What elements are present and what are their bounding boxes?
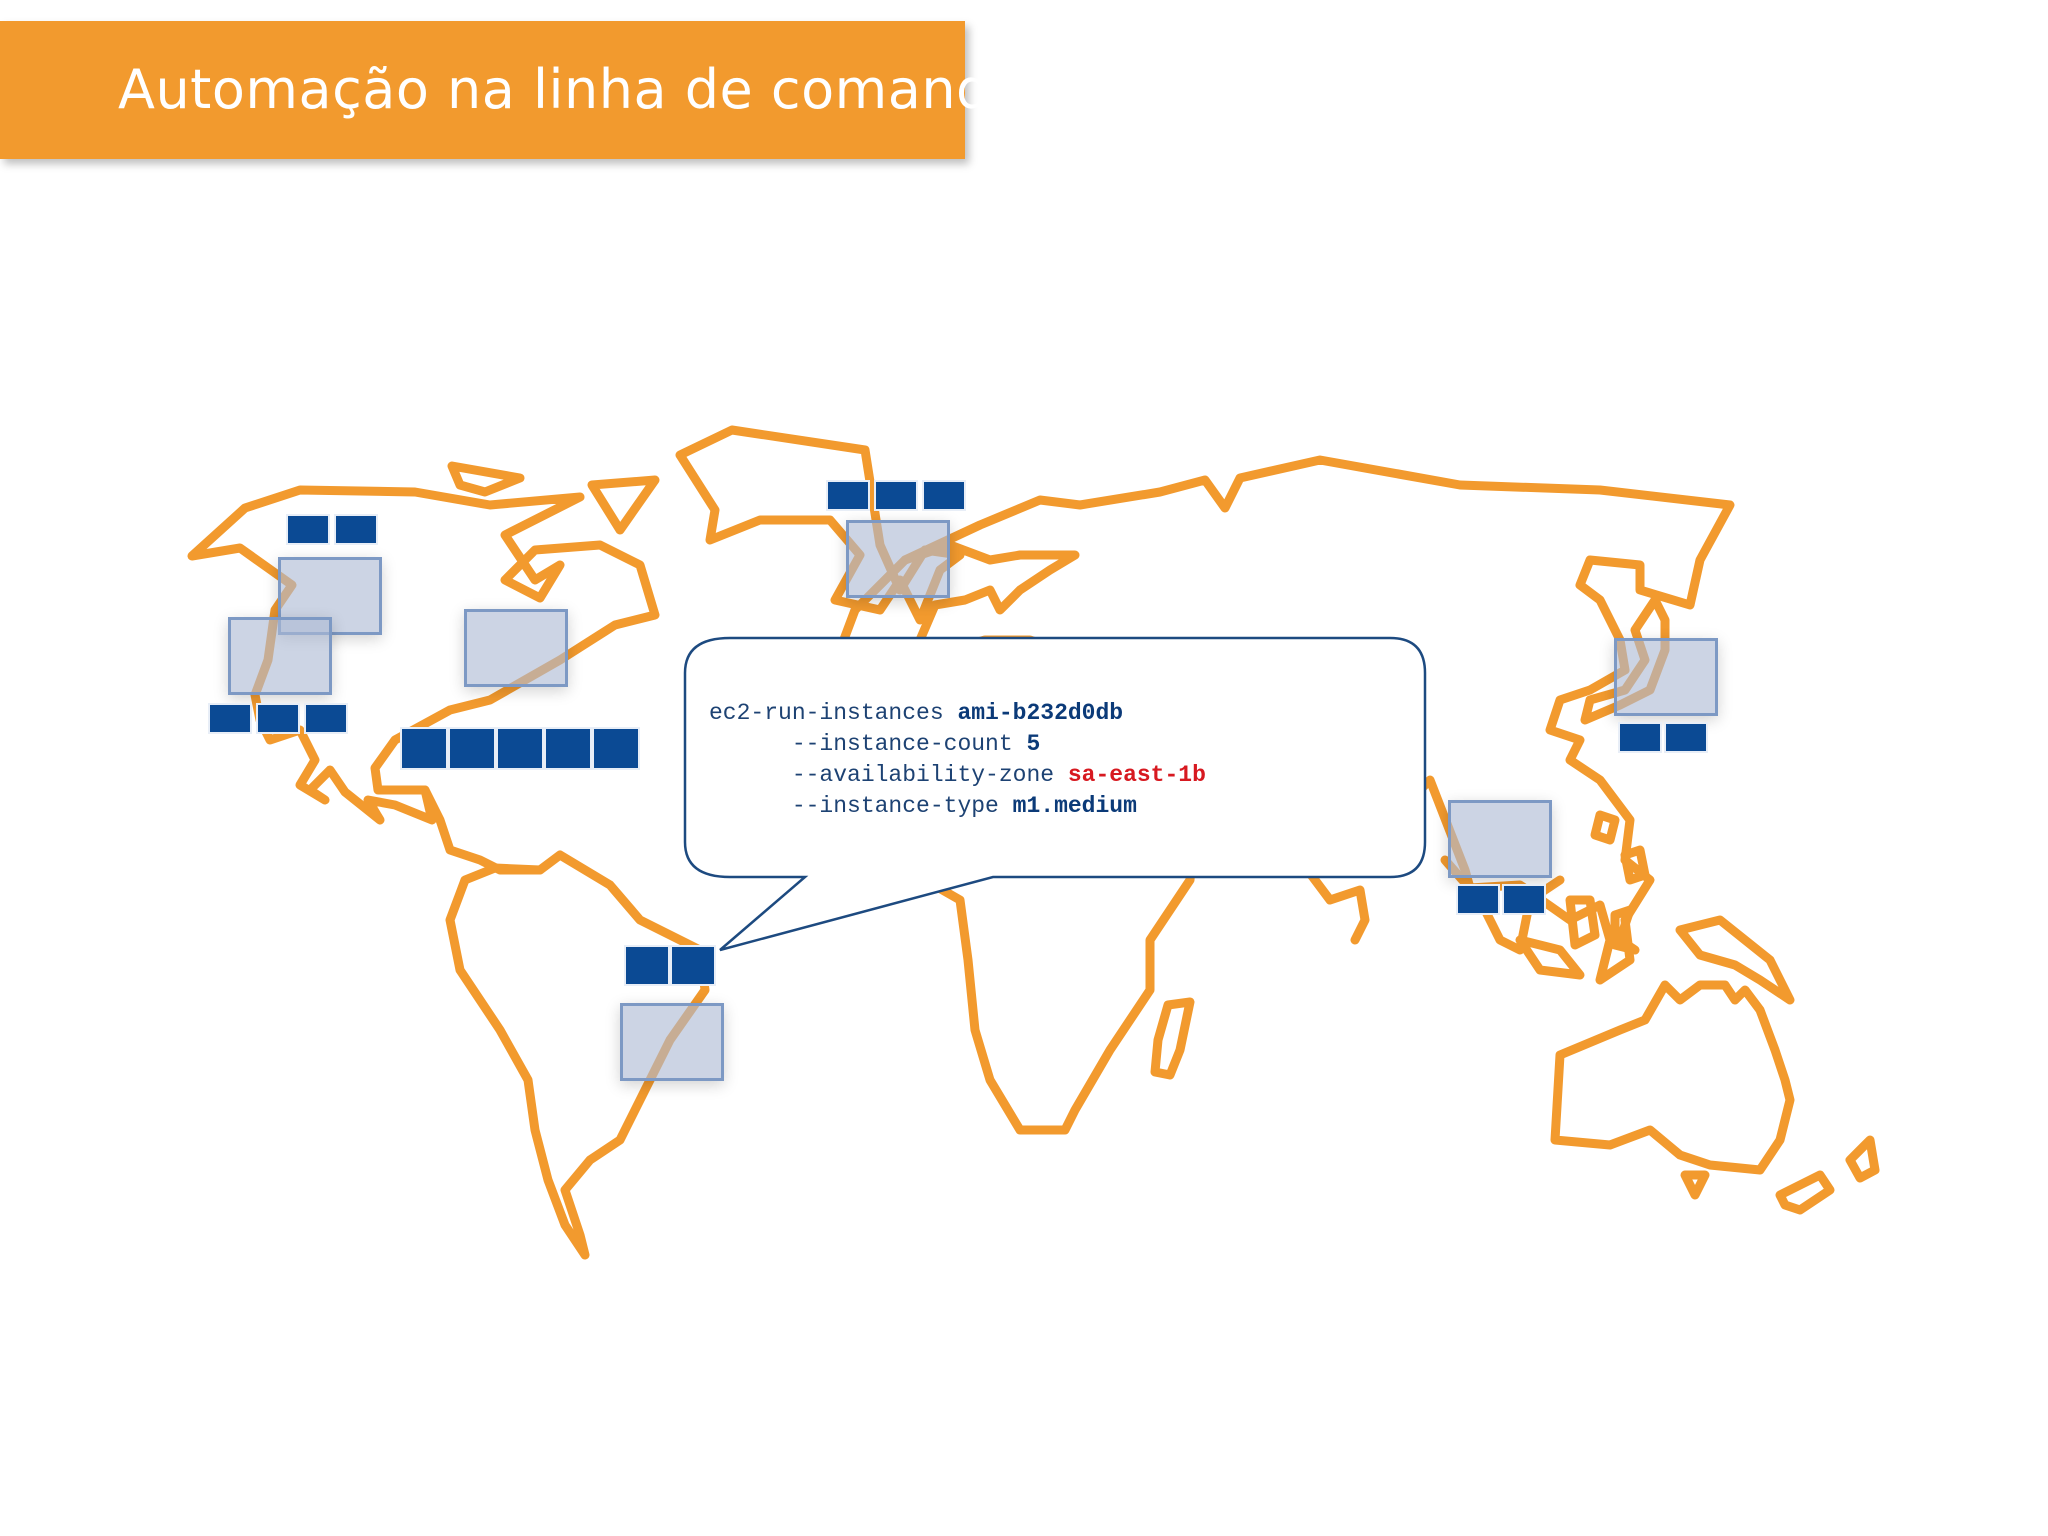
instance-type-flag: --instance-type (709, 793, 1013, 819)
availability-zone-box (846, 520, 950, 598)
instance-block (1664, 722, 1708, 753)
instance-block (256, 703, 300, 734)
command-name: ec2-run-instances (709, 700, 958, 726)
instance-block (874, 480, 918, 511)
instance-block (304, 703, 348, 734)
instance-block (400, 727, 448, 770)
instance-block (592, 727, 640, 770)
availability-zone-value: sa-east-1b (1067, 762, 1206, 788)
madagascar-outline (1150, 997, 1195, 1080)
availability-zone-box (1448, 800, 1552, 878)
island-outline (587, 475, 660, 535)
command-text: ec2-run-instances ami-b232d0db --instanc… (709, 698, 1206, 822)
indonesia-outline (1515, 895, 1795, 1005)
instance-block (826, 480, 870, 511)
instance-block (670, 945, 716, 986)
instance-block (334, 514, 378, 545)
instance-block (624, 945, 670, 986)
instance-count-value: 5 (1026, 731, 1041, 757)
instance-block (1456, 884, 1500, 915)
philippines-outline (1590, 810, 1650, 885)
new-zealand-outline (1775, 1135, 1880, 1215)
speech-bubble (683, 636, 1427, 952)
ami-id: ami-b232d0db (957, 700, 1124, 726)
australia-outline (1550, 980, 1795, 1175)
slide-title: Automação na linha de comando (118, 58, 1025, 121)
instance-block (544, 727, 592, 770)
availability-zone-flag: --availability-zone (709, 762, 1068, 788)
instance-block (1502, 884, 1546, 915)
availability-zone-box (464, 609, 568, 687)
instance-block (922, 480, 966, 511)
instance-block (1618, 722, 1662, 753)
title-bar: Automação na linha de comando (0, 21, 1024, 159)
availability-zone-box (1614, 638, 1718, 716)
south-america-outline (445, 850, 710, 1260)
instance-block (496, 727, 544, 770)
availability-zone-box (620, 1003, 724, 1081)
north-america-outline (187, 485, 660, 825)
instance-count-flag: --instance-count (709, 731, 1027, 757)
instance-block (286, 514, 330, 545)
greenland-outline (447, 461, 525, 497)
central-america-outline (420, 785, 545, 875)
instance-block (208, 703, 252, 734)
availability-zone-box (228, 617, 332, 695)
tasmania-outline (1680, 1170, 1710, 1200)
instance-type-value: m1.medium (1012, 793, 1137, 819)
instance-block (448, 727, 496, 770)
